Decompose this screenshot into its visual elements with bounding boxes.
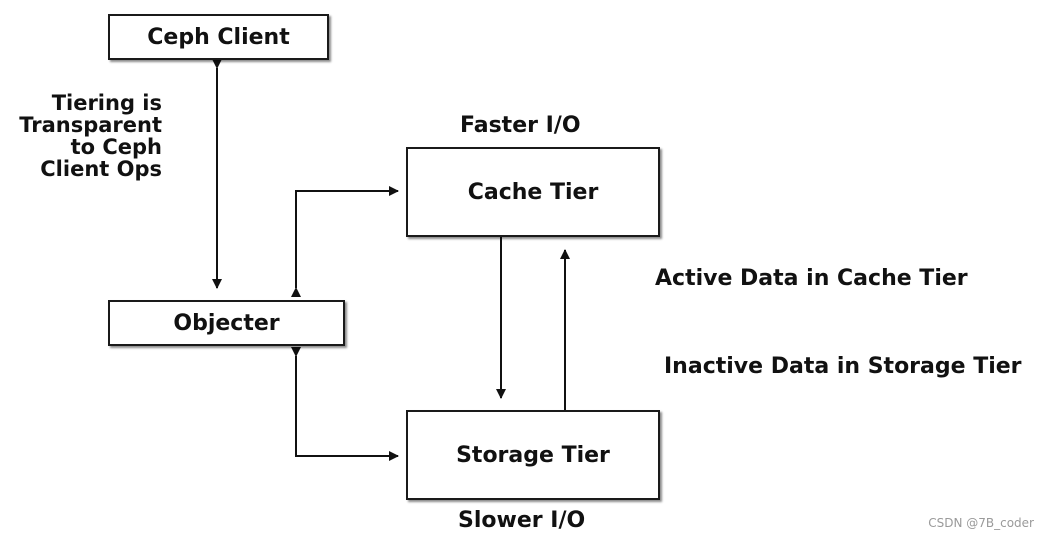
active-data-label: Active Data in Cache Tier — [655, 266, 968, 291]
tiering-note: Tiering is Transparent to Ceph Client Op… — [0, 92, 162, 180]
tiering-note-line: to Ceph — [70, 135, 162, 159]
objecter-cache-arrow — [291, 186, 399, 297]
slower-io-label: Slower I/O — [458, 508, 586, 533]
tiering-note-line: Tiering is — [51, 91, 162, 115]
cache-tier-label: Cache Tier — [467, 179, 599, 205]
watermark: CSDN @7B_coder — [928, 516, 1034, 530]
ceph-client-node: Ceph Client — [108, 14, 329, 60]
objecter-storage-arrow — [291, 347, 399, 461]
cache-tier-node: Cache Tier — [406, 147, 660, 237]
objecter-node: Objecter — [108, 300, 345, 346]
ceph-client-label: Ceph Client — [147, 24, 290, 50]
storage-tier-label: Storage Tier — [456, 442, 610, 468]
storage-tier-node: Storage Tier — [406, 410, 660, 500]
inactive-data-label: Inactive Data in Storage Tier — [664, 354, 1022, 379]
objecter-label: Objecter — [173, 310, 280, 336]
tiering-note-line: Transparent — [19, 113, 162, 137]
faster-io-label: Faster I/O — [460, 113, 581, 138]
tiering-note-line: Client Ops — [40, 157, 162, 181]
